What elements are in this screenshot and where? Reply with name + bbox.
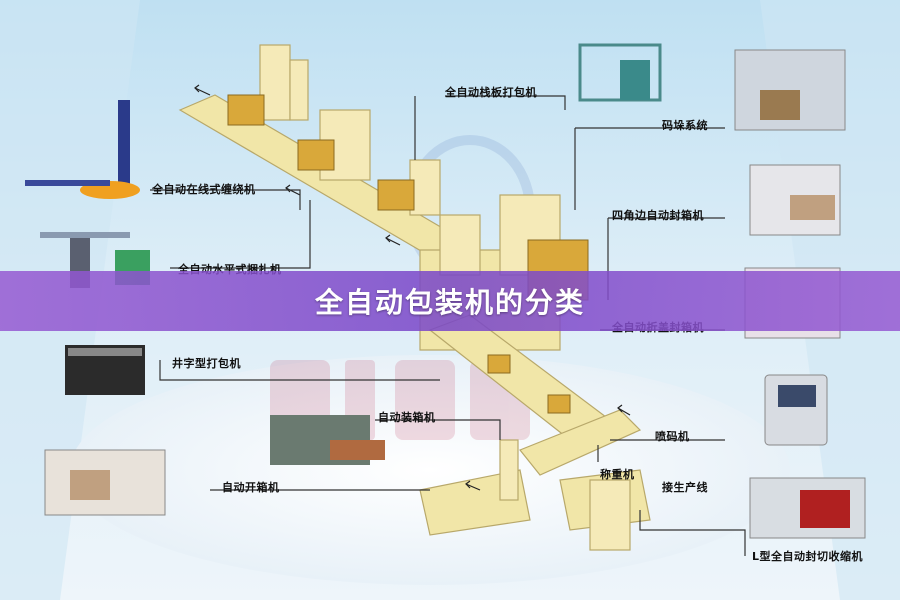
banner-title: 全自动包装机的分类 <box>315 281 585 321</box>
case-packer-image <box>270 415 385 465</box>
l-sealer-image <box>750 478 865 538</box>
inkjet-printer-image <box>765 375 827 445</box>
title-banner: 全自动包装机的分类 <box>0 271 900 331</box>
label-case-erector: 自动开箱机 <box>222 479 280 495</box>
palletizer-image <box>735 50 845 130</box>
label-palletizing: 码垛系统 <box>662 117 708 133</box>
pallet-strapper-image <box>580 45 660 100</box>
label-online-wrapper: 全自动在线式缠绕机 <box>152 181 256 197</box>
four-corner-sealer-image <box>750 165 840 235</box>
label-production-line: 接生产线 <box>662 479 708 495</box>
label-inkjet: 喷码机 <box>655 428 690 444</box>
label-four-corner-sealer: 四角边自动封箱机 <box>612 207 704 223</box>
label-pallet-strapper: 全自动栈板打包机 <box>445 84 537 100</box>
case-erector-image <box>45 450 165 515</box>
label-cross-strapper: 井字型打包机 <box>172 355 241 371</box>
label-weigher: 称重机 <box>600 466 635 482</box>
label-case-packer: 自动装箱机 <box>378 409 436 425</box>
label-l-sealer: L型全自动封切收缩机 <box>752 548 863 564</box>
cross-strapper-image <box>65 345 145 395</box>
